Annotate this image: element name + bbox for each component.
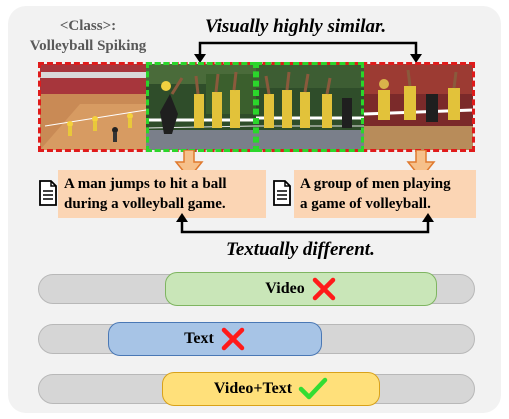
visual-bracket-arrow <box>194 41 422 63</box>
class-label-name: Volleyball Spiking <box>29 38 147 54</box>
visual-similarity-label: Visually highly similar. <box>205 16 387 37</box>
video-frame-3 <box>256 64 364 150</box>
class-label-prefix: <Class>: <box>59 18 117 34</box>
video-frame-4 <box>364 64 473 150</box>
video-text-modality-label: Video+Text <box>213 380 293 397</box>
caption-2-line-1: A group of men playing <box>300 176 451 192</box>
similar-frame-box-1 <box>146 62 256 152</box>
video-frame-2 <box>146 64 256 150</box>
textual-difference-label: Textually different. <box>226 239 375 260</box>
video-modality-label: Video <box>265 280 305 297</box>
text-modality-label: Text <box>184 330 214 347</box>
cross-icon <box>221 327 245 351</box>
caption-box-1: A man jumps to hit a ball during a volle… <box>58 170 266 218</box>
caption-1-line-2: during a volleyball game. <box>64 196 226 212</box>
text-result-pill: Text <box>108 322 322 356</box>
caption-1-line-1: A man jumps to hit a ball <box>64 176 227 192</box>
caption-box-2: A group of men playing a game of volleyb… <box>294 170 476 218</box>
video-result-pill: Video <box>165 272 437 306</box>
video-text-result-pill: Video+Text <box>162 372 380 406</box>
check-icon <box>298 377 328 400</box>
cross-icon <box>312 277 335 301</box>
document-icon <box>39 180 57 206</box>
document-icon <box>273 180 291 206</box>
caption-2-line-2: a game of volleyball. <box>300 196 431 212</box>
video-frame-1 <box>40 64 146 150</box>
textual-bracket-arrow <box>176 213 434 234</box>
similar-frame-box-2 <box>256 62 364 152</box>
